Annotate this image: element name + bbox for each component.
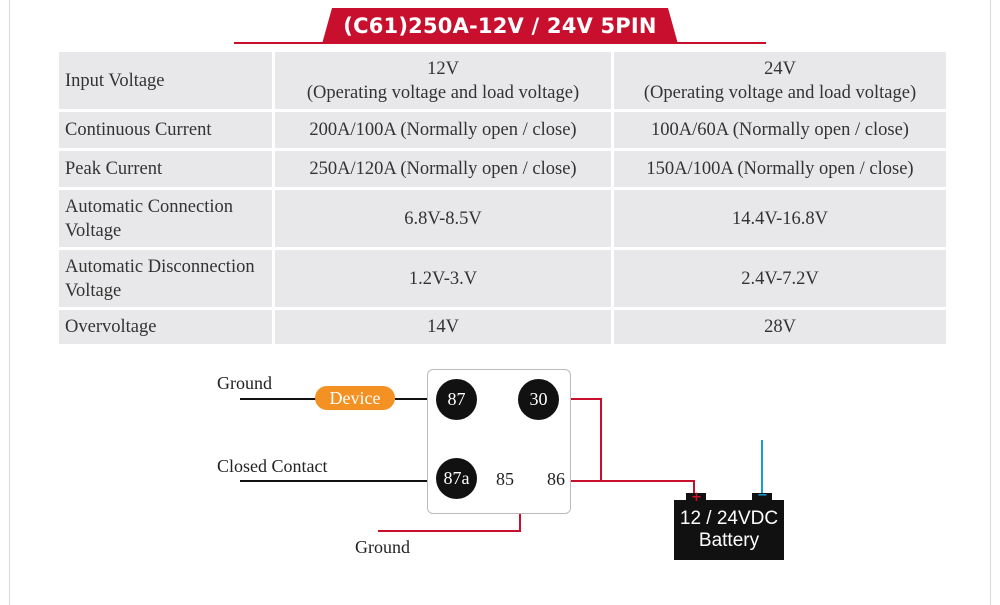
value-24v: 14.4V-16.8V bbox=[611, 187, 949, 250]
value-24v: 100A/60A (Normally open / close) bbox=[611, 109, 949, 151]
minus-icon: − bbox=[757, 488, 768, 503]
value-12v: 200A/100A (Normally open / close) bbox=[272, 109, 614, 151]
closed-contact-label: Closed Contact bbox=[217, 456, 328, 476]
row-label: Continuous Current bbox=[56, 109, 275, 151]
row-label: Automatic Connection Voltage bbox=[56, 187, 275, 250]
value-12v: 6.8V-8.5V bbox=[272, 187, 614, 250]
value-24v: 150A/100A (Normally open / close) bbox=[611, 148, 949, 190]
ground-label-bottom: Ground bbox=[355, 537, 410, 557]
title-banner bbox=[322, 8, 678, 44]
value-12v: 250A/120A (Normally open / close) bbox=[272, 148, 614, 190]
value-12v-text: 12V (Operating voltage and load voltage) bbox=[306, 58, 580, 103]
value-12v: 14V bbox=[272, 307, 614, 347]
table-row: Peak Current 250A/120A (Normally open / … bbox=[56, 148, 949, 190]
battery-negative-terminal bbox=[752, 493, 772, 501]
pin-30: 30 bbox=[518, 379, 559, 420]
battery: 12 / 24VDC Battery bbox=[674, 500, 784, 560]
table-row: Continuous Current 200A/100A (Normally o… bbox=[56, 109, 949, 151]
row-label: Overvoltage bbox=[56, 307, 275, 347]
battery-positive-terminal bbox=[686, 493, 706, 501]
row-label: Peak Current bbox=[56, 148, 275, 190]
row-label: Automatic Disconnection Voltage bbox=[56, 247, 275, 310]
value-24v-text: 24V (Operating voltage and load voltage) bbox=[643, 58, 917, 103]
pin-87a: 87a bbox=[436, 458, 477, 499]
spec-table: Input Voltage 12V (Operating voltage and… bbox=[56, 49, 949, 347]
value-24v: 24V (Operating voltage and load voltage) bbox=[611, 49, 949, 112]
page-title: (C61)250A-12V / 24V 5PIN bbox=[343, 14, 657, 38]
row-label: Input Voltage bbox=[56, 49, 275, 112]
frame-left-border bbox=[9, 0, 10, 605]
pin-85-label: 85 bbox=[496, 469, 514, 489]
wire-30-battery bbox=[558, 398, 602, 481]
pin-87: 87 bbox=[436, 379, 477, 420]
value-12v: 12V (Operating voltage and load voltage) bbox=[272, 49, 614, 112]
battery-voltage-label: 12 / 24VDC bbox=[679, 508, 779, 529]
value-12v: 1.2V-3.V bbox=[272, 247, 614, 310]
table-row: Input Voltage 12V (Operating voltage and… bbox=[56, 49, 949, 112]
battery-label: Battery bbox=[698, 530, 760, 551]
ground-label-top: Ground bbox=[217, 373, 272, 393]
pin-86-label: 86 bbox=[547, 469, 565, 489]
table-row: Overvoltage 14V 28V bbox=[56, 307, 949, 347]
wire-86-battery bbox=[562, 480, 695, 494]
frame-right-border bbox=[990, 0, 991, 605]
device-block: Device bbox=[315, 386, 395, 410]
table-row: Automatic Disconnection Voltage 1.2V-3.V… bbox=[56, 247, 949, 310]
value-24v: 2.4V-7.2V bbox=[611, 247, 949, 310]
value-24v: 28V bbox=[611, 307, 949, 347]
plus-icon: + bbox=[691, 490, 702, 505]
table-row: Automatic Connection Voltage 6.8V-8.5V 1… bbox=[56, 187, 949, 250]
